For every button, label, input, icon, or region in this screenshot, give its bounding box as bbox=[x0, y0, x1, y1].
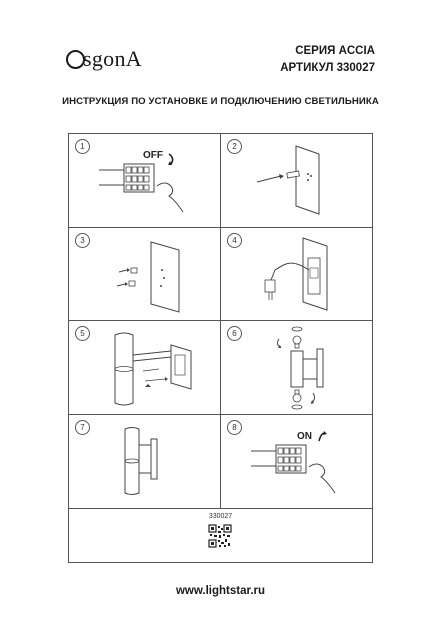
grid-divider-row-1 bbox=[69, 227, 372, 228]
step-5-panel: 5 bbox=[69, 321, 220, 414]
wire-connection-icon bbox=[264, 237, 328, 311]
product-code: 330027 bbox=[208, 513, 233, 520]
qr-code-icon bbox=[208, 524, 232, 548]
step-6-panel: 6 bbox=[221, 321, 372, 414]
step-number: 4 bbox=[227, 233, 242, 248]
brand-logo-text: sgonA bbox=[83, 46, 142, 71]
step-3-panel: 3 bbox=[69, 228, 220, 321]
step-7-panel: 7 bbox=[69, 415, 220, 508]
step-1-panel: 1 OFF bbox=[69, 134, 220, 227]
website-link[interactable]: www.lightstar.ru bbox=[175, 585, 266, 597]
article-number: АРТИКУЛ 330027 bbox=[280, 62, 375, 74]
step-8-panel: 8 ON bbox=[221, 415, 372, 508]
step-4-panel: 4 bbox=[221, 228, 372, 321]
step-number: 6 bbox=[227, 326, 242, 341]
instruction-grid: 1 OFF 2 3 bbox=[68, 133, 373, 563]
drill-wall-icon bbox=[256, 145, 320, 215]
grid-divider-row-3 bbox=[69, 414, 372, 415]
insert-bulbs-icon bbox=[276, 326, 324, 410]
step-number: 7 bbox=[75, 420, 90, 435]
grid-divider-row-4 bbox=[69, 508, 372, 509]
step-number: 5 bbox=[75, 326, 90, 341]
step-number: 1 bbox=[75, 139, 90, 154]
step-number: 8 bbox=[227, 420, 242, 435]
power-on-switch-icon: ON bbox=[251, 431, 336, 494]
step-number: 2 bbox=[227, 139, 242, 154]
product-header: СЕРИЯ ACCIA АРТИКУЛ 330027 bbox=[280, 43, 375, 77]
mount-lamp-icon bbox=[114, 332, 192, 406]
page-title: ИНСТРУКЦИЯ ПО УСТАНОВКЕ И ПОДКЛЮЧЕНИЮ СВ… bbox=[62, 96, 379, 107]
power-off-switch-icon: OFF bbox=[99, 150, 184, 213]
off-label: OFF bbox=[143, 150, 163, 161]
on-label: ON bbox=[297, 431, 312, 442]
step-number: 3 bbox=[75, 233, 90, 248]
wall-plugs-icon bbox=[116, 241, 180, 313]
step-2-panel: 2 bbox=[221, 134, 372, 227]
brand-logo: sgonA bbox=[66, 46, 142, 72]
osgona-logo-icon bbox=[66, 50, 85, 69]
grid-divider-vertical bbox=[220, 134, 221, 508]
series-name: СЕРИЯ ACCIA bbox=[295, 45, 375, 57]
grid-divider-row-2 bbox=[69, 320, 372, 321]
assembled-lamp-icon bbox=[124, 427, 158, 495]
